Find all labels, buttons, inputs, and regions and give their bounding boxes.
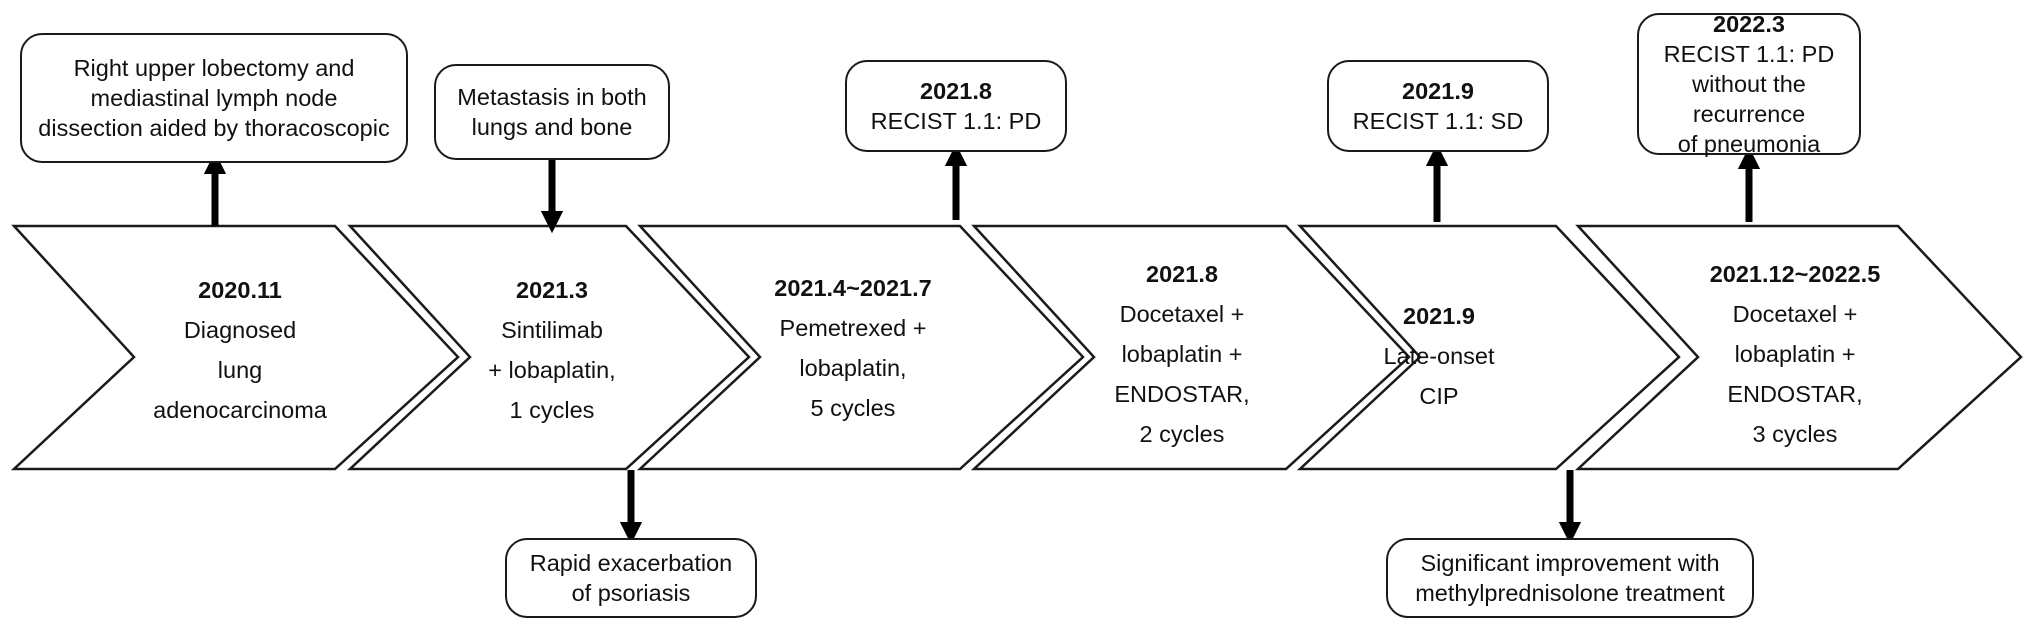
stage-5-text: 2021.9 Late-onset CIP	[1364, 286, 1514, 426]
stage-5-line: Late-onset	[1383, 343, 1495, 369]
stage-1-line: adenocarcinoma	[153, 397, 327, 423]
callout-line: RECIST 1.1: PD	[1663, 41, 1835, 67]
stage-4-line: ENDOSTAR,	[1114, 381, 1250, 407]
callout-title: 2021.8	[920, 78, 992, 104]
callout-line: methylprednisolone treatment	[1415, 580, 1725, 606]
stage-1-text: 2020.11 Diagnosed lung adenocarcinoma	[140, 260, 340, 440]
callout-line: of psoriasis	[571, 580, 691, 606]
chevron-stage-2	[346, 224, 751, 471]
stage-4-line: lobaplatin +	[1121, 341, 1243, 367]
stage-2-line: Sintilimab	[501, 317, 603, 343]
stage-6-text: 2021.12~2022.5 Docetaxel + lobaplatin + …	[1675, 244, 1915, 464]
stage-6-line: Docetaxel +	[1732, 301, 1858, 327]
chevron-stage-6	[1574, 224, 2023, 471]
stage-6-line: 3 cycles	[1752, 421, 1838, 447]
callout-recist-2021-9: 2021.9 RECIST 1.1: SD	[1327, 60, 1549, 152]
callout-line: Significant improvement with	[1420, 550, 1720, 576]
stage-3-text: 2021.4~2021.7 Pemetrexed + lobaplatin, 5…	[738, 258, 968, 438]
callout-metastasis: Metastasis in both lungs and bone	[434, 64, 670, 160]
callout-psoriasis: Rapid exacerbation of psoriasis	[505, 538, 757, 618]
chevron-stage-4	[970, 224, 1411, 471]
stage-2-date: 2021.3	[516, 277, 588, 303]
stage-1-date: 2020.11	[198, 277, 282, 303]
callout-line: dissection aided by thoracoscopic	[38, 115, 390, 141]
chevron-stage-1	[10, 224, 460, 471]
callout-lobectomy: Right upper lobectomy and mediastinal ly…	[20, 33, 408, 163]
callout-line: Right upper lobectomy and	[73, 55, 355, 81]
chevron-stage-5	[1296, 224, 1681, 471]
callout-line: of pneumonia	[1677, 131, 1821, 157]
callout-line: Metastasis in both	[457, 84, 647, 110]
stage-2-line: + lobaplatin,	[488, 357, 616, 383]
stage-5-line: CIP	[1419, 383, 1459, 409]
stage-3-date: 2021.4~2021.7	[774, 275, 932, 301]
callout-recist-2021-8: 2021.8 RECIST 1.1: PD	[845, 60, 1067, 152]
callout-recist-2022-3: 2022.3 RECIST 1.1: PD without the recurr…	[1637, 11, 1861, 157]
stage-3-line: Pemetrexed +	[779, 315, 927, 341]
callout-line: RECIST 1.1: SD	[1352, 108, 1524, 134]
stage-2-line: 1 cycles	[509, 397, 595, 423]
callout-line: RECIST 1.1: PD	[870, 108, 1042, 134]
callout-line: without the recurrence	[1692, 71, 1806, 127]
stage-4-text: 2021.8 Docetaxel + lobaplatin + ENDOSTAR…	[1082, 244, 1282, 464]
stage-6-date: 2021.12~2022.5	[1709, 261, 1881, 287]
stage-5-date: 2021.9	[1403, 303, 1475, 329]
stage-4-line: Docetaxel +	[1119, 301, 1245, 327]
callout-line: lungs and bone	[471, 114, 633, 140]
stage-3-line: lobaplatin,	[799, 355, 907, 381]
callout-title: 2021.9	[1402, 78, 1474, 104]
callout-line: Rapid exacerbation	[529, 550, 733, 576]
stage-2-text: 2021.3 Sintilimab + lobaplatin, 1 cycles	[452, 260, 652, 440]
chevron-stage-3	[636, 224, 1085, 471]
callout-title: 2022.3	[1713, 11, 1785, 37]
stage-4-date: 2021.8	[1146, 261, 1218, 287]
stage-1-line: lung	[217, 357, 263, 383]
callout-improvement: Significant improvement with methylpredn…	[1386, 538, 1754, 618]
stage-4-line: 2 cycles	[1139, 421, 1225, 447]
stage-6-line: lobaplatin +	[1734, 341, 1856, 367]
stage-3-line: 5 cycles	[810, 395, 896, 421]
stage-1-line: Diagnosed	[183, 317, 297, 343]
stage-6-line: ENDOSTAR,	[1727, 381, 1863, 407]
callout-line: mediastinal lymph node	[90, 85, 338, 111]
